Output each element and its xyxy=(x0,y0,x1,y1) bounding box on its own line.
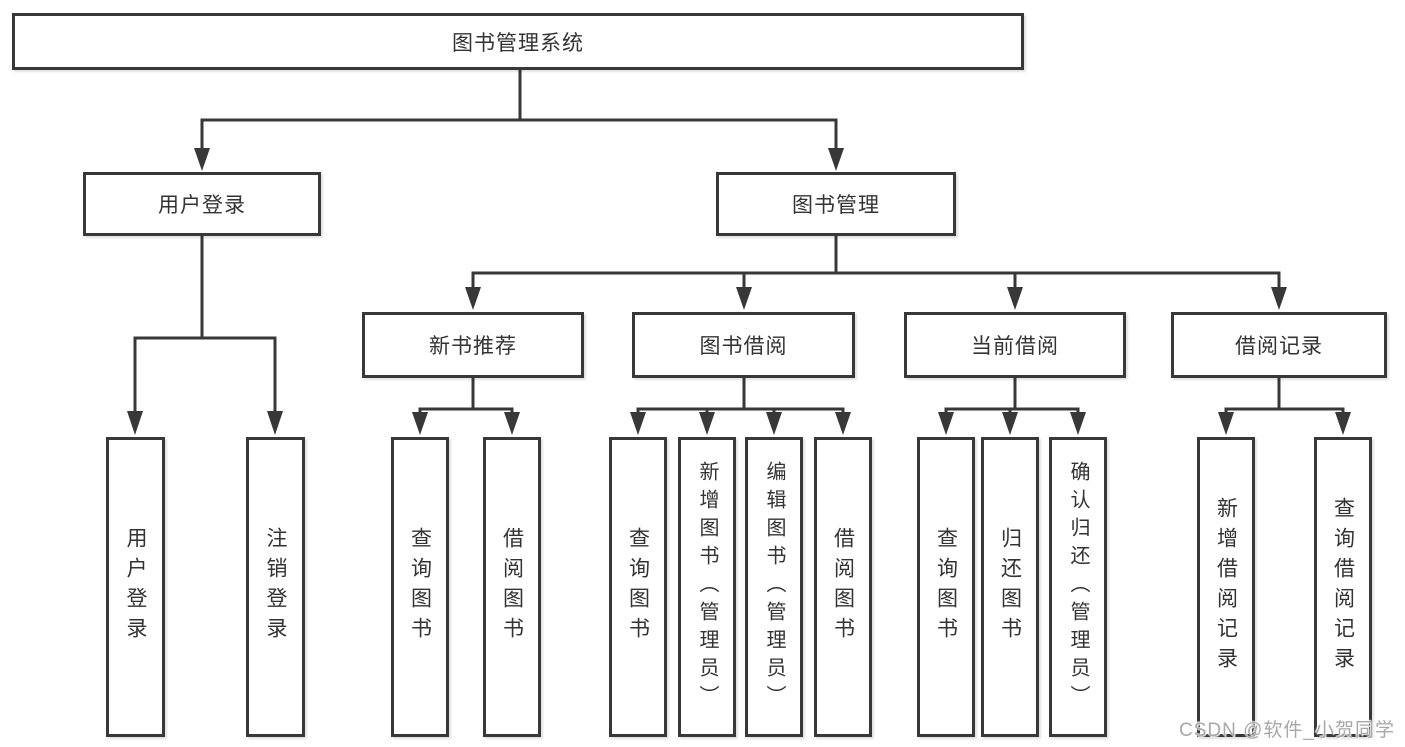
node-leaf-edit-book-admin: 编辑图书（管理员） xyxy=(745,437,803,737)
node-leaf-borrow-books: 借阅图书 xyxy=(814,437,872,737)
node-book-management: 图书管理 xyxy=(716,172,956,236)
node-leaf-return-book: 归还图书 xyxy=(981,437,1039,737)
node-leaf-query-books-current: 查询图书 xyxy=(917,437,975,737)
node-current-borrow: 当前借阅 xyxy=(904,312,1126,378)
node-leaf-query-books-borrow: 查询图书 xyxy=(609,437,667,737)
node-user-login: 用户登录 xyxy=(83,172,321,236)
node-leaf-logout: 注销登录 xyxy=(246,437,305,737)
node-root: 图书管理系统 xyxy=(12,13,1024,70)
node-new-book-recommend: 新书推荐 xyxy=(362,312,584,378)
node-leaf-user-login: 用户登录 xyxy=(106,437,165,737)
node-leaf-confirm-return-admin: 确认归还（管理员） xyxy=(1049,437,1107,737)
node-leaf-query-borrow-record: 查询借阅记录 xyxy=(1314,437,1372,737)
node-leaf-borrow-books-recommend: 借阅图书 xyxy=(483,437,541,737)
node-leaf-query-books-recommend: 查询图书 xyxy=(391,437,449,737)
watermark: CSDN @软件_小贺同学 xyxy=(1179,720,1395,741)
node-borrow-records: 借阅记录 xyxy=(1171,312,1387,378)
node-book-borrow: 图书借阅 xyxy=(632,312,855,378)
node-leaf-add-borrow-record: 新增借阅记录 xyxy=(1197,437,1255,737)
node-leaf-add-book-admin: 新增图书（管理员） xyxy=(678,437,736,737)
